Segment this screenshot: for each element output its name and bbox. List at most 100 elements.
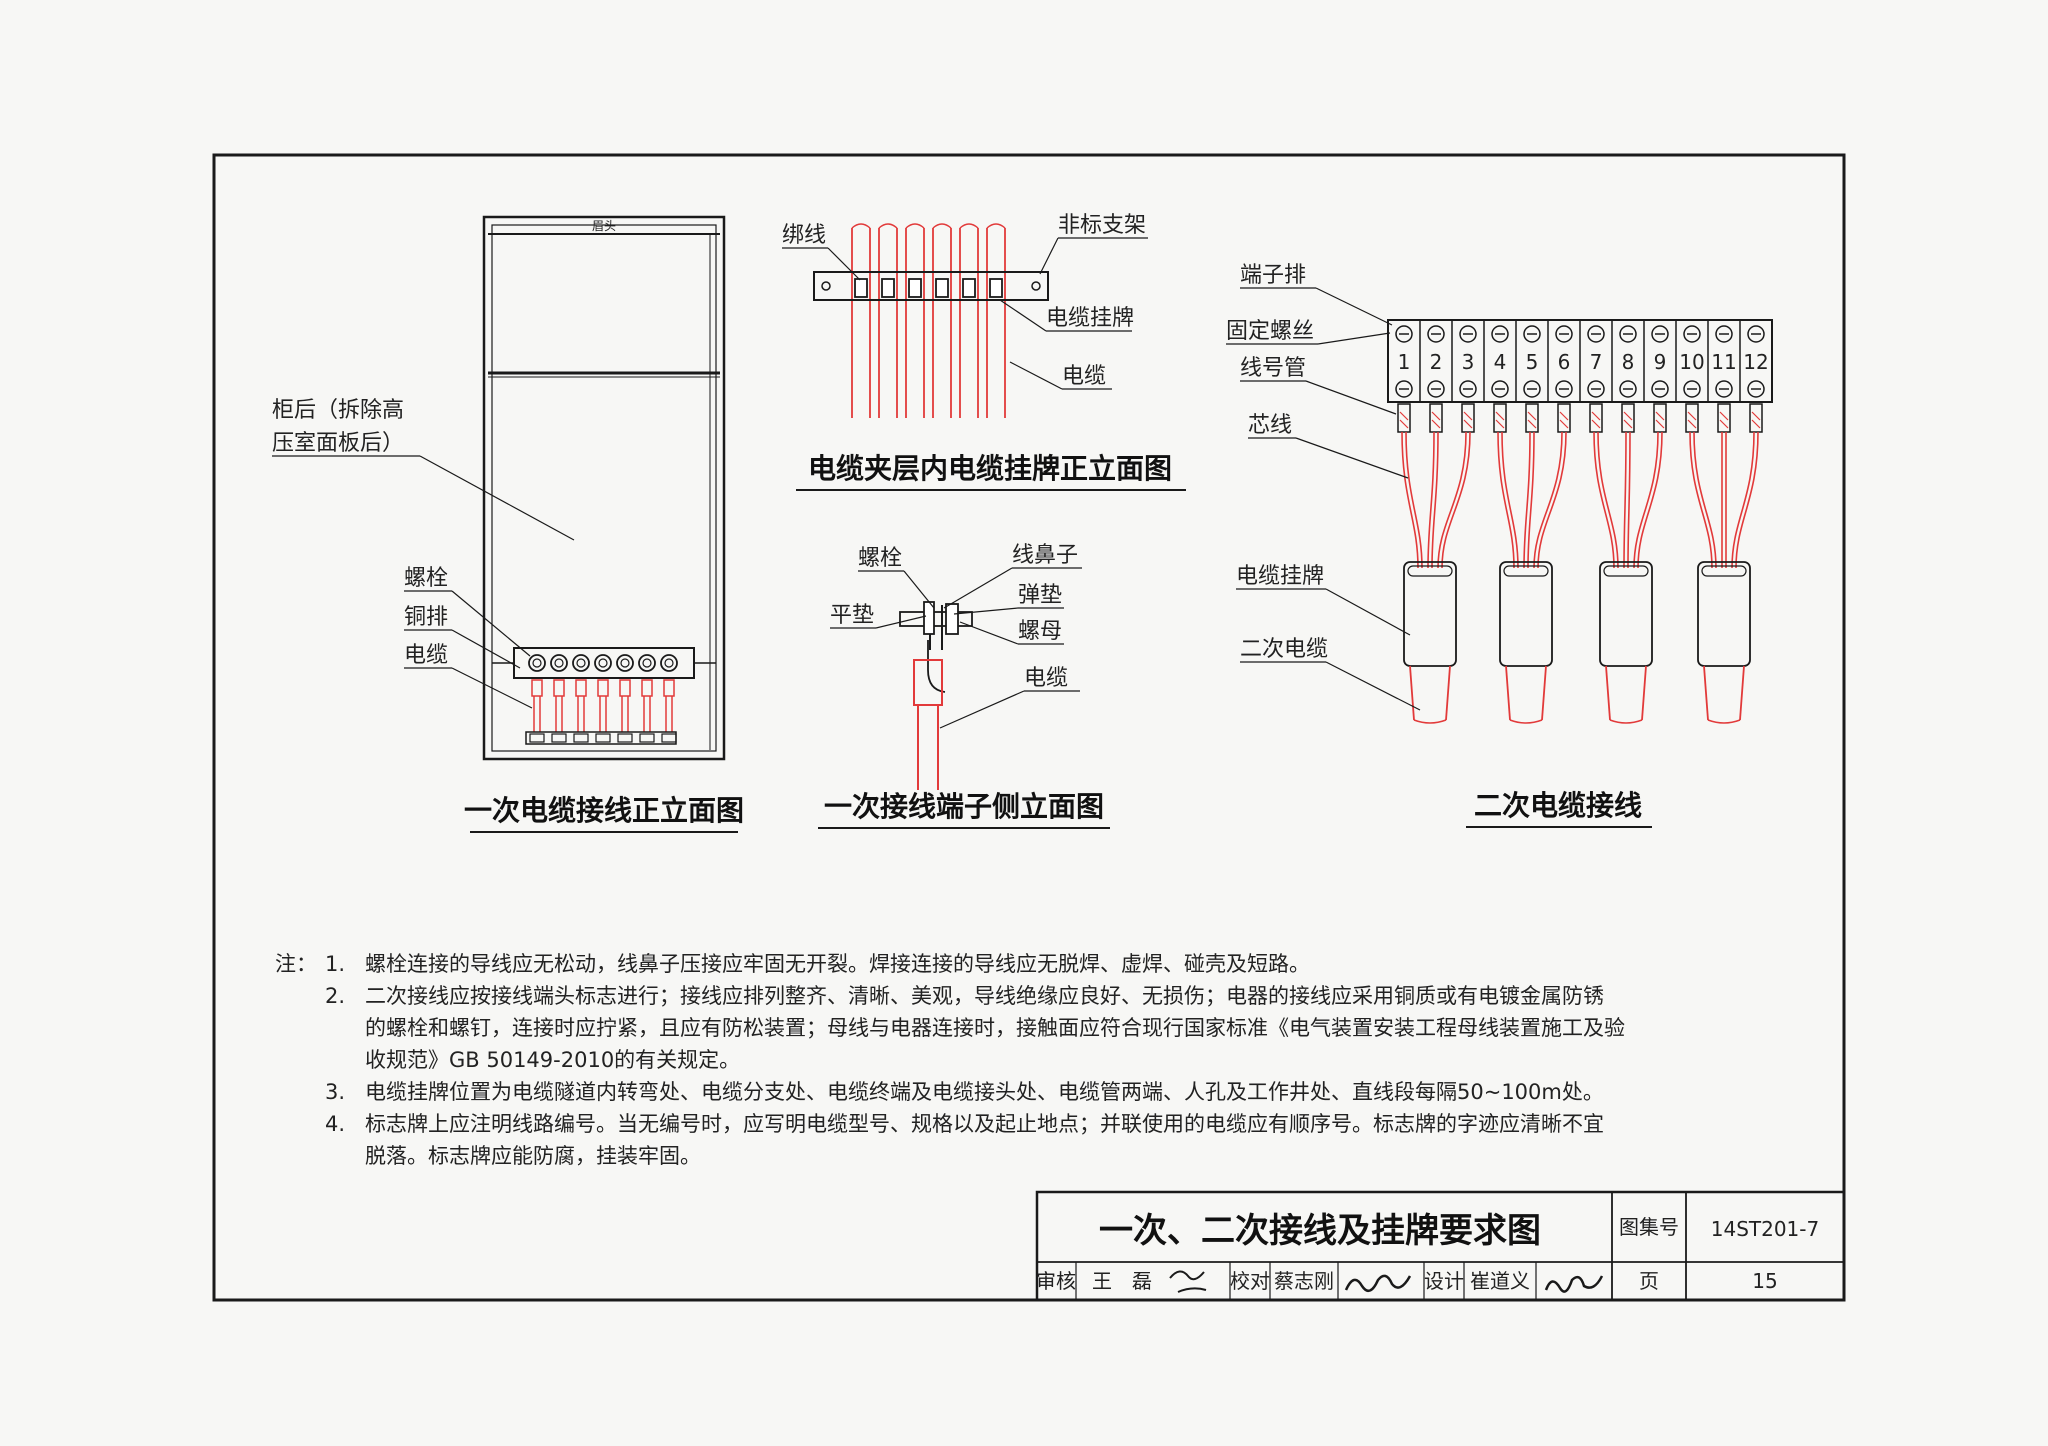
secondary-cable-tag — [1599, 561, 1653, 667]
cabinet-inner — [491, 224, 717, 752]
fixing-screw-bottom — [1683, 380, 1701, 398]
spring-washer-label: 弹垫 — [1018, 583, 1062, 608]
note-number: 3. — [325, 1080, 346, 1104]
cable-lug — [619, 679, 631, 697]
fixing-screw-bottom — [1619, 380, 1637, 398]
fixing-screw-top — [1619, 325, 1637, 343]
cable-leader-2 — [1009, 361, 1063, 390]
core-wire-line — [1523, 431, 1531, 569]
fixing-screw-top — [1555, 325, 1573, 343]
wire-marker-hatch — [1463, 411, 1473, 429]
fixing-screw-bottom — [1427, 380, 1445, 398]
wire-marker-hatch — [1751, 411, 1761, 429]
terminal-number: 11 — [1711, 350, 1736, 374]
note-line: 4.标志牌上应注明线路编号。当无编号时，应写明电缆型号、规格以及起止地点；并联使… — [275, 1108, 1795, 1140]
terminal-number: 4 — [1494, 350, 1507, 374]
cable-lug — [597, 679, 609, 697]
leader-cabinet-back — [419, 455, 575, 541]
cabinet-outline — [482, 215, 726, 761]
bracket-hole-right — [1031, 281, 1041, 291]
secondary-cable-outline — [1641, 665, 1647, 721]
secondary-cable-tag — [1697, 561, 1751, 667]
core-wires — [1397, 403, 1763, 569]
wire-marker-hatch — [1719, 411, 1729, 429]
secondary-cable-outline — [1409, 665, 1415, 721]
tagged-cables — [851, 223, 1006, 418]
cable-tag-leader — [999, 299, 1047, 332]
secondary-cable-outline — [1505, 665, 1511, 721]
tag-front-diagram: 绑线 非标支架 电缆挂牌 电缆 电缆夹层内电缆挂牌正立面图 — [782, 213, 1186, 491]
core-wire-line — [1689, 431, 1713, 569]
wire-marker-hatch — [1495, 411, 1505, 429]
core-wire-line — [1623, 431, 1627, 569]
cable-lug — [663, 679, 675, 697]
bolt-center — [598, 658, 608, 668]
cable-label-2: 电缆 — [1062, 364, 1106, 389]
tag-cable-end — [986, 223, 1006, 229]
fixing-screw-top — [1491, 325, 1509, 343]
cable-tag — [881, 278, 895, 298]
fixing-screw-bottom — [1587, 380, 1605, 398]
secondary-cable-end — [1509, 719, 1543, 724]
copper-bar-leader — [451, 629, 521, 669]
tag-binding — [1701, 565, 1747, 577]
review-label: 审核 — [1036, 1269, 1076, 1293]
note-text: 二次接线应按接线端头标志进行；接线应排列整齐、清晰、美观，导线绝缘应良好、无损伤… — [365, 984, 1604, 1008]
cable-leader-1 — [451, 667, 533, 709]
fixing-screw-bottom — [1715, 380, 1733, 398]
note-line: 的螺栓和螺钉，连接时应拧紧，且应有防松装置；母线与电器连接时，接触面应符合现行国… — [275, 1012, 1795, 1044]
tag-binding — [1603, 565, 1649, 577]
fixing-screw-top — [1395, 325, 1413, 343]
nut-label: 螺母 — [1018, 619, 1062, 644]
drawing-title: 一次、二次接线及挂牌要求图 — [1099, 1211, 1541, 1251]
wire-marker-hatch — [1655, 411, 1665, 429]
note-prefix — [275, 1076, 325, 1108]
reviewer-name: 王 磊 — [1092, 1269, 1152, 1293]
secondary-cable-tag-label: 电缆挂牌 — [1236, 564, 1324, 589]
fixing-screw-bottom — [1491, 380, 1509, 398]
bolt-head — [572, 654, 590, 672]
wire-marker-sleeve — [1461, 403, 1475, 433]
fixing-screw-top — [1683, 325, 1701, 343]
note-prefix — [275, 1140, 325, 1172]
wire-marker-sleeve — [1685, 403, 1699, 433]
fixing-screw-bottom — [1555, 380, 1573, 398]
secondary-cable-end — [1707, 719, 1741, 724]
bolt-head — [550, 654, 568, 672]
primary-front-title: 一次电缆接线正立面图 — [464, 794, 744, 827]
core-wire-line — [1497, 431, 1515, 569]
core-wire-line — [1597, 431, 1619, 569]
wire-marker-sleeve — [1557, 403, 1571, 433]
bolt-center — [532, 658, 542, 668]
cable-tag — [989, 278, 1003, 298]
cable-tag — [854, 278, 868, 298]
note-number — [325, 1140, 365, 1172]
tag-binding — [1407, 565, 1453, 577]
cable-gland — [529, 733, 545, 743]
cable-tag — [908, 278, 922, 298]
core-wire-line — [1405, 431, 1423, 569]
nonstandard-bracket-label: 非标支架 — [1058, 213, 1146, 238]
tag-cable-end — [878, 223, 898, 229]
core-wire-line — [1427, 431, 1435, 569]
binding-wire-label: 绑线 — [782, 223, 826, 248]
cable-gland — [595, 733, 611, 743]
secondary-cable-tag — [1403, 561, 1457, 667]
wire-marker-sleeve — [1429, 403, 1443, 433]
core-wire-line — [1441, 431, 1471, 569]
bracket-hole-left — [821, 281, 831, 291]
bolt-head — [638, 654, 656, 672]
cable-gland — [551, 733, 567, 743]
bracket-leader — [1039, 237, 1059, 275]
fixing-screw-top — [1459, 325, 1477, 343]
terminal-block-leader — [1315, 287, 1393, 326]
side-cable-leader — [939, 690, 1025, 729]
spring-washer-nut — [945, 603, 959, 635]
primary-front-diagram: 眉头 柜后（拆除高 压室面板后） 螺栓 铜排 电缆 一次电缆接线正立面图 — [272, 215, 744, 833]
wire-marker-sleeve — [1493, 403, 1507, 433]
tag-cable-end — [905, 223, 925, 229]
bolt-label: 螺栓 — [404, 566, 448, 591]
note-prefix — [275, 1108, 325, 1140]
designer-signature — [1544, 1275, 1604, 1293]
